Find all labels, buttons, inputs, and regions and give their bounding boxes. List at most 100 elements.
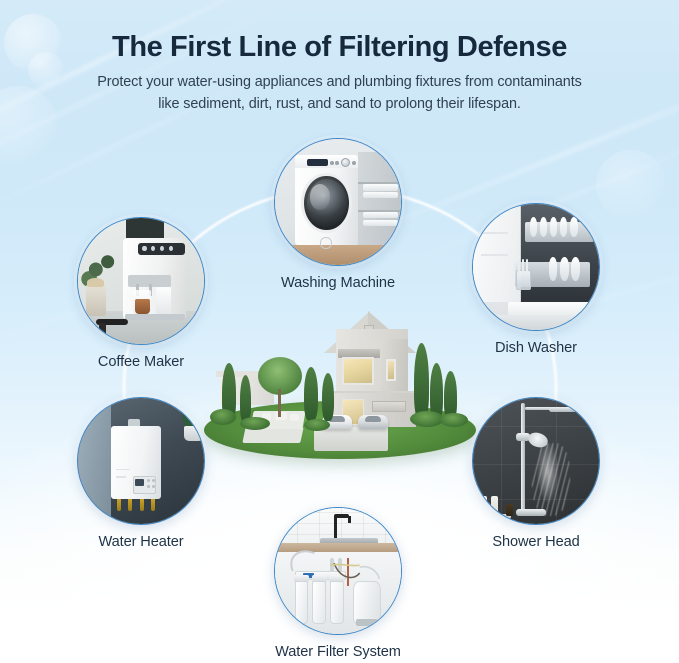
yellow-tubing xyxy=(330,563,360,567)
cabinet-seam xyxy=(480,231,509,234)
cutlery-icon xyxy=(518,259,521,275)
page-subtitle: Protect your water-using appliances and … xyxy=(0,72,679,114)
water-heater-photo[interactable] xyxy=(77,397,205,525)
shampoo-bottle xyxy=(490,496,499,516)
counter-top xyxy=(275,543,401,553)
faucet-arm xyxy=(334,514,350,518)
folded-towel xyxy=(363,212,399,219)
node-label-dish-washer: Dish Washer xyxy=(495,340,577,356)
cypress-tree-icon xyxy=(322,373,334,421)
shrub-icon xyxy=(410,411,444,427)
faucet-column xyxy=(334,515,338,541)
coffee-maker-scene xyxy=(78,218,204,344)
ro-storage-tank xyxy=(353,581,381,624)
plate-icon xyxy=(570,216,578,237)
shrub-icon xyxy=(304,419,330,431)
patio-chair xyxy=(290,414,299,421)
drain-pipe xyxy=(338,558,342,582)
heater-model-mark xyxy=(115,476,126,478)
cabinet-seam xyxy=(480,254,509,257)
feature-node-dish-washer[interactable]: Dish Washer xyxy=(472,203,600,356)
upper-large-window xyxy=(342,357,374,385)
car-cabin xyxy=(329,416,345,422)
shampoo-bottle xyxy=(479,496,487,516)
supply-line xyxy=(346,558,349,587)
feature-node-washing-machine[interactable]: Washing Machine xyxy=(274,138,402,291)
washing-machine-photo[interactable] xyxy=(274,138,402,266)
shrub-icon xyxy=(210,409,236,425)
cypress-tree-icon xyxy=(414,343,429,421)
filter-cartridge xyxy=(329,581,344,624)
dishwasher-scene xyxy=(473,204,599,330)
dishwasher-photo[interactable] xyxy=(472,203,600,331)
exhaust-vent xyxy=(128,419,140,427)
feature-node-water-filter-system[interactable]: Water Filter System xyxy=(274,507,402,660)
plate-icon xyxy=(539,216,548,237)
filter-cartridge xyxy=(312,581,327,624)
patio-table xyxy=(275,412,287,420)
kitchen-cabinet xyxy=(473,204,521,303)
filter-cap xyxy=(329,574,345,583)
washer-button xyxy=(351,161,356,165)
page-subtitle-line-2: like sediment, dirt, rust, and sand to p… xyxy=(158,95,521,112)
patio-chair xyxy=(262,413,271,420)
planter-pot xyxy=(183,425,204,441)
tile-grout-line xyxy=(473,425,599,427)
cypress-tree-icon xyxy=(240,375,251,423)
heater-display xyxy=(135,478,145,487)
upper-small-window xyxy=(386,359,396,381)
heater-button xyxy=(146,484,150,488)
cypress-tree-icon xyxy=(444,371,457,421)
driveway xyxy=(314,425,388,451)
door-glass-highlight xyxy=(310,184,331,210)
faucet-body xyxy=(99,322,106,344)
header: The First Line of Filtering Defense Prot… xyxy=(0,0,679,115)
faucet-spout xyxy=(348,515,351,524)
iced-coffee xyxy=(134,298,150,314)
corner-shelf xyxy=(475,513,511,518)
neighbor-house-roof xyxy=(216,371,278,377)
plate-icon xyxy=(559,256,569,281)
page-subtitle-line-1: Protect your water-using appliances and … xyxy=(97,74,582,91)
milk-pitcher xyxy=(156,287,172,316)
shower-arm xyxy=(524,406,553,410)
dishwasher-door xyxy=(508,302,599,319)
shrub-icon xyxy=(240,417,270,430)
plate-icon xyxy=(529,216,538,237)
wall-edge xyxy=(78,398,111,524)
panel-button xyxy=(159,245,165,252)
folded-towel xyxy=(363,219,399,226)
cutlery-icon xyxy=(525,259,528,275)
water-filter-system-photo[interactable] xyxy=(274,507,402,635)
tubing-group xyxy=(290,550,381,580)
shower-head-photo[interactable] xyxy=(472,397,600,525)
heater-button xyxy=(146,479,150,483)
shelf-board xyxy=(358,181,401,185)
panel-button xyxy=(142,245,147,252)
gas-pipe xyxy=(139,498,144,512)
thermostatic-valve xyxy=(515,508,547,517)
linen-shelf xyxy=(358,151,401,245)
node-label-coffee-maker: Coffee Maker xyxy=(97,354,185,370)
washer-logo xyxy=(320,237,332,249)
feature-node-coffee-maker[interactable]: Coffee Maker xyxy=(77,217,205,370)
tank-base xyxy=(355,618,379,627)
brew-group-head xyxy=(128,274,172,288)
node-label-water-heater: Water Heater xyxy=(98,534,184,550)
feature-node-water-heater[interactable]: Water Heater xyxy=(77,397,205,550)
washer-button xyxy=(335,161,340,165)
filter-cartridge xyxy=(294,581,309,624)
filter-cap xyxy=(311,574,327,583)
feature-node-shower-head[interactable]: Shower Head xyxy=(472,397,600,550)
water-spray xyxy=(532,443,571,517)
water-pipe xyxy=(128,498,133,512)
plate-icon xyxy=(549,216,558,237)
window-awning xyxy=(338,349,380,358)
car-cabin xyxy=(365,416,381,422)
drip-tray xyxy=(124,313,186,321)
coffee-maker-photo[interactable] xyxy=(77,217,205,345)
brown-tubing xyxy=(333,562,361,579)
washer-program-dial xyxy=(340,157,350,168)
drain-pipe xyxy=(330,558,335,582)
